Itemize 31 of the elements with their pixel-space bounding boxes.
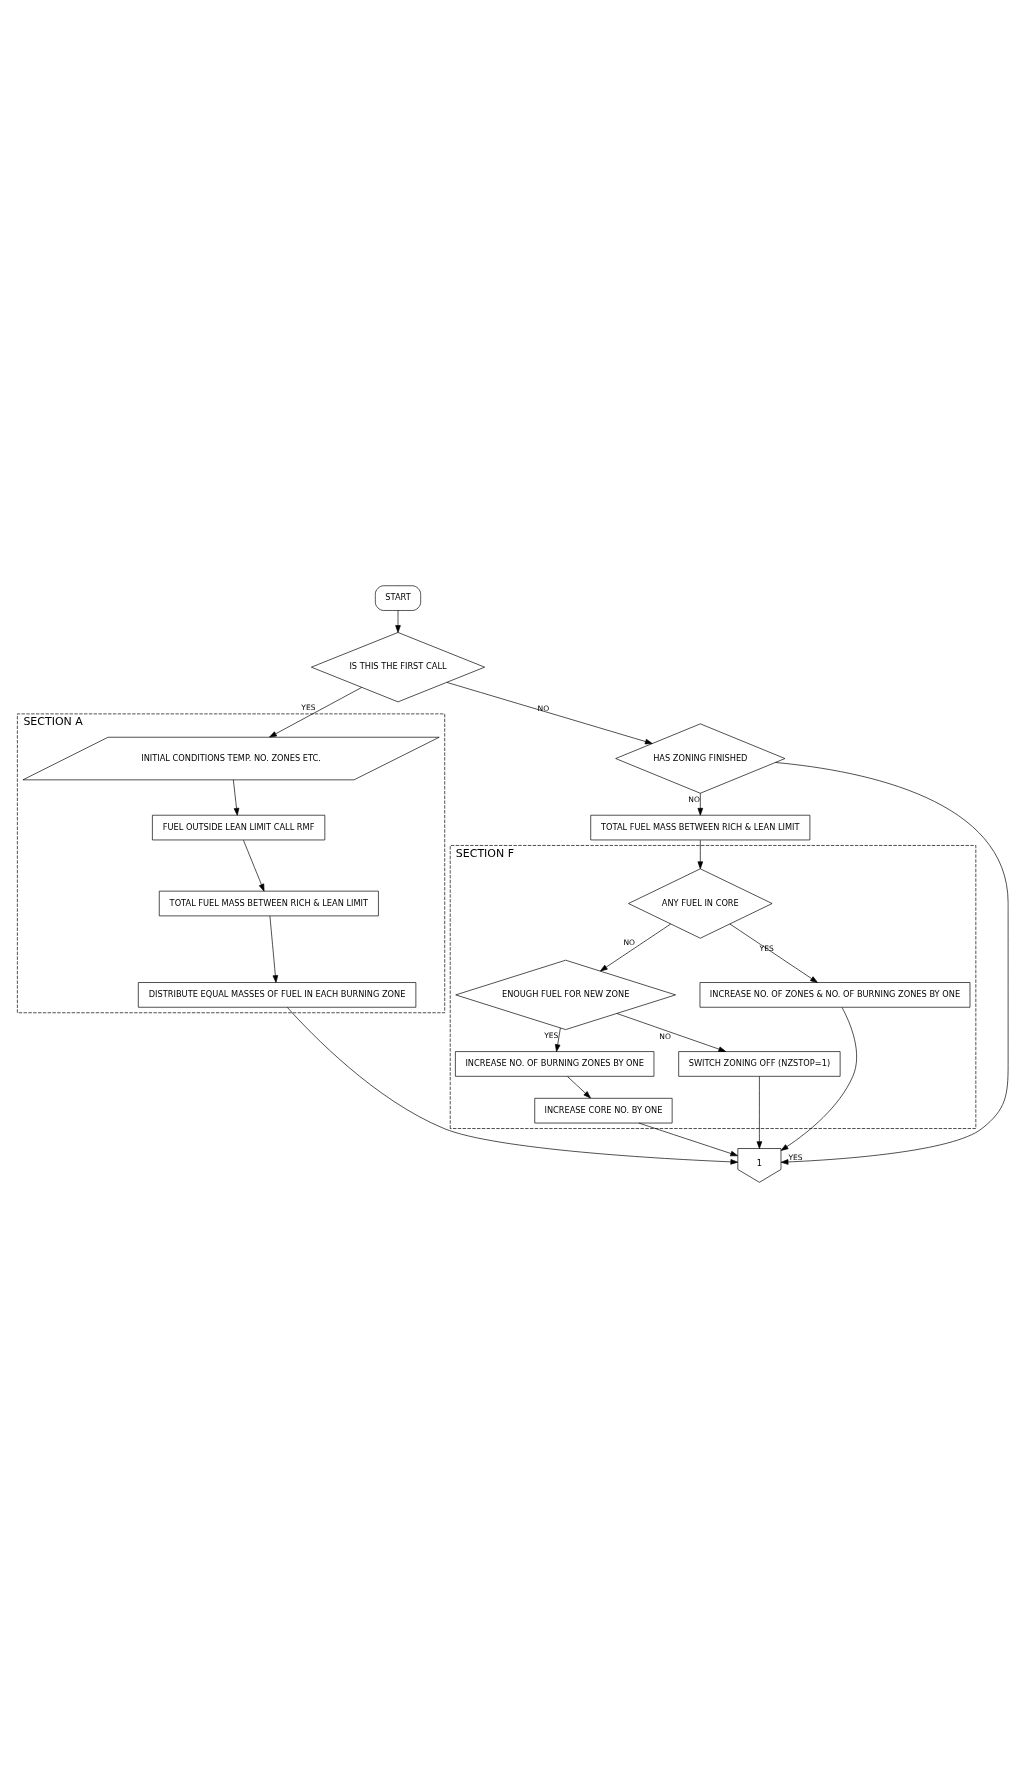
node-diamond: ENOUGH FUEL FOR NEW ZONE <box>454 959 676 1030</box>
arrow <box>554 1027 561 1052</box>
node-box: FUEL OUTSIDE LEAN LIMIT CALL RMF <box>151 814 325 841</box>
arrow <box>697 792 703 816</box>
arrow <box>269 915 278 983</box>
arrow <box>232 779 239 816</box>
node-box: INCREASE NO. OF BURNING ZONES BY ONE <box>454 1051 654 1077</box>
arrow <box>756 1076 762 1149</box>
arrow <box>729 923 818 983</box>
arrow <box>242 839 264 892</box>
node-diamond: ANY FUEL IN CORE <box>627 868 772 939</box>
node-box: INCREASE CORE NO. BY ONE <box>533 1097 672 1124</box>
node-box: INCREASE NO. OF ZONES & NO. OF BURNING ZONES BY ONE <box>699 982 970 1008</box>
arrow <box>599 923 671 972</box>
node-diamond: HAS ZONING FINISHED <box>614 723 785 794</box>
arrow <box>615 1013 726 1052</box>
arrow <box>394 610 401 633</box>
node-box: START <box>374 585 421 611</box>
arrow <box>774 762 1008 1165</box>
arrow <box>566 1076 591 1099</box>
arrow <box>286 1007 738 1165</box>
node-box: SWITCH ZONING OFF (NZSTOP=1) <box>677 1051 840 1077</box>
arrow <box>780 1007 857 1151</box>
node-box: TOTAL FUEL MASS BETWEEN RICH & LEAN LIMIT <box>589 814 810 841</box>
node-box: DISTRIBUTE EQUAL MASSES OF FUEL IN EACH BURNING ZONE <box>137 982 416 1008</box>
arrow <box>268 687 362 738</box>
arrow <box>638 1122 738 1157</box>
arrow <box>446 682 653 745</box>
arrow <box>697 839 703 869</box>
node-diamond: IS THIS THE FIRST CALL <box>310 632 485 703</box>
node-box: TOTAL FUEL MASS BETWEEN RICH & LEAN LIMIT <box>158 890 379 917</box>
